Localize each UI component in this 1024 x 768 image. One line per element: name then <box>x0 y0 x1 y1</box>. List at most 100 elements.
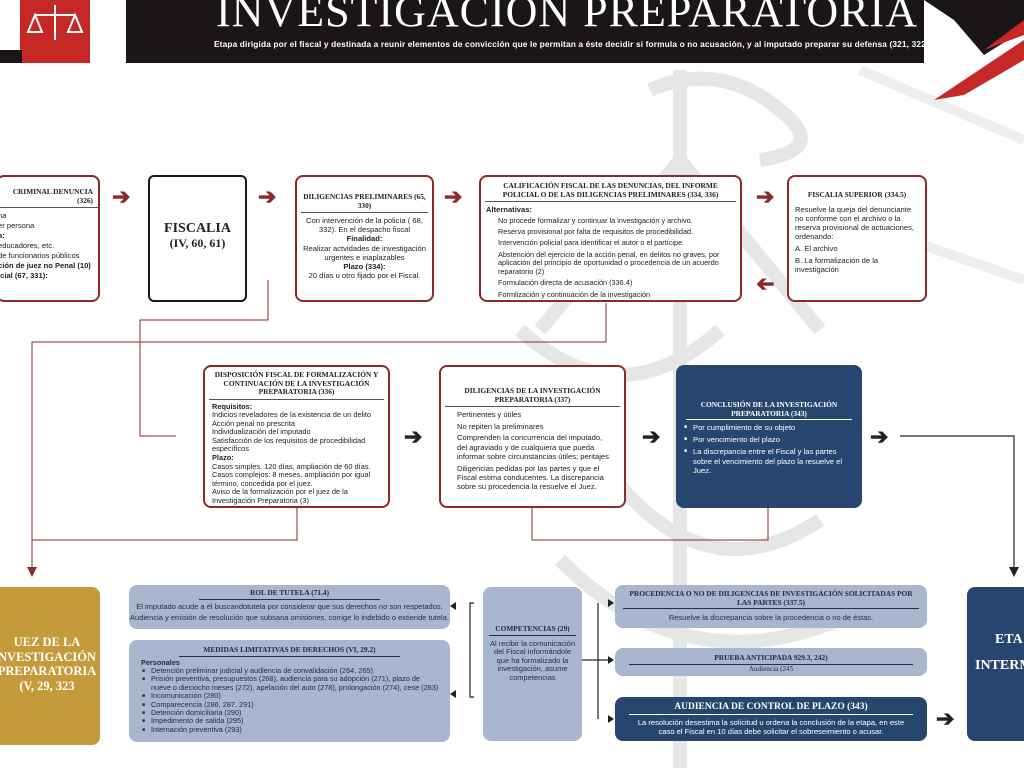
arrow-right-icon: ➔ <box>112 184 131 209</box>
requisito-item: Indicios reveladores de la existencia de… <box>212 410 371 420</box>
medida-item: Prisión preventiva, presupuestos (268), … <box>142 675 440 692</box>
arrow-right-icon: ➔ <box>936 706 955 731</box>
diligencias-title: DILIGENCIAS DE LA INVESTIGACIÓN PREPARAT… <box>445 386 620 407</box>
audiencia-text: La resolución desestima la solicitud u o… <box>637 718 905 736</box>
juez-line: NVESTIGACIÓN <box>0 649 96 664</box>
conclusion-item: Por cumplimiento de su objeto <box>684 423 854 432</box>
fiscalia-title: FISCALIA <box>164 221 231 236</box>
requisito-item: Individualización del imputado <box>212 427 311 437</box>
fiscalia-box: FISCALIA (IV, 60, 61) <box>148 175 247 302</box>
preliminares-text: Con intervención de la policía ( 68, 332… <box>306 216 423 235</box>
prueba-box: PRUEBA ANTICIPADA 929.3, 242) Audiencia … <box>615 648 927 676</box>
medidas-title: MEDIDAS LIMITATIVAS DE DERECHOS (VI, 29.… <box>179 645 400 657</box>
tutela-text-1: El imputado acude a él buscandotutela po… <box>136 601 443 611</box>
denuncia-line: icial (67, 331): <box>0 271 48 281</box>
calificacion-box: CALIFICACIÓN FISCAL DE LAS DENUNCIAS, DE… <box>479 175 742 302</box>
audiencia-title: AUDIENCIA DE CONTROL DE PLAZO (343) <box>629 702 913 715</box>
arrow-right-icon: ➔ <box>642 424 661 449</box>
fiscalia-superior-box: FISCALIA SUPERIOR (334.5) Resuelve la qu… <box>787 175 927 302</box>
conclusion-box: CONCLUSIÓN DE LA INVESTIGACIÓN PREPARATO… <box>676 365 862 508</box>
calificacion-title: CALIFICACIÓN FISCAL DE LAS DENUNCIAS, DE… <box>485 181 736 202</box>
tutela-box: ROL DE TUTELA (71.4) El imputado acude a… <box>129 585 450 629</box>
fiscalia-ref: (IV, 60, 61) <box>169 236 226 250</box>
diligencia-item: Pertinentes y útiles <box>457 410 522 419</box>
procedencia-title: PROCEDENCIA O NO DE DILIGENCIAS DE INVES… <box>623 589 919 609</box>
arrow-right-icon: ➔ <box>444 184 463 209</box>
medida-item: Comparecencia (286, 287, 291) <box>142 700 440 710</box>
juez-box: UEZ DE LA NVESTIGACIÓN PREPARATORIA (V, … <box>0 587 100 745</box>
denuncia-line: ción de juez no Penal (10) <box>0 261 91 271</box>
disposicion-box: DISPOSICIÓN FISCAL DE FORMALIZACIÓN Y CO… <box>203 365 390 508</box>
plazo-label: Plazo (334): <box>343 262 386 272</box>
diligencia-item: Comprenden la concurrencia del imputado,… <box>457 433 609 461</box>
diligencias-investigacion-box: DILIGENCIAS DE LA INVESTIGACIÓN PREPARAT… <box>439 365 626 508</box>
diligencia-item: No repiten la preliminares <box>457 421 544 431</box>
etapa-line: ETA <box>995 632 1023 647</box>
denuncia-line: a: <box>0 231 5 241</box>
alternativa-item: Formulación directa de acusación (336.4) <box>498 278 633 288</box>
alternativa-item: No procede formalizar y continuar la inv… <box>498 215 693 225</box>
denuncia-title: CRIMINAL DENUNCIA (326) <box>0 177 98 209</box>
arrow-right-icon: ➔ <box>756 184 775 209</box>
medidas-box: MEDIDAS LIMITATIVAS DE DERECHOS (VI, 29.… <box>129 640 450 742</box>
conclusion-item: La discrepancia entre el Fiscal y las pa… <box>684 447 854 475</box>
medida-item: Detención preliminar judicial y audienci… <box>142 666 440 676</box>
alternativas-label: Alternativas: <box>486 205 533 214</box>
procedencia-box: PROCEDENCIA O NO DE DILIGENCIAS DE INVES… <box>615 585 927 628</box>
personales-label: Personales <box>141 657 180 667</box>
medida-item: Internación preventiva (293) <box>142 725 440 735</box>
requisito-item: Acción penal no prescrita <box>212 418 295 428</box>
plazo-item: Casos complejos: 8 meses, ampliación por… <box>212 470 371 488</box>
finalidad-text: Realizar actvidades de investigación urg… <box>303 243 426 262</box>
finalidad-label: Finalidad: <box>346 234 383 244</box>
conclusion-title: CONCLUSIÓN DE LA INVESTIGACIÓN PREPARATO… <box>686 400 852 420</box>
diligencias-preliminares-box: DILIGENCIAS PRELIMINARES (65, 330) Con i… <box>295 175 434 302</box>
header-banner: INVESTIGACIÓN PREPARATORIA Etapa dirigid… <box>126 0 929 63</box>
page-title: INVESTIGACIÓN PREPARATORIA <box>216 0 918 36</box>
arrow-left-icon: ➔ <box>756 271 775 296</box>
diligencia-item: Diligencias pedidas por las partes y que… <box>457 463 604 491</box>
denuncia-box: CRIMINAL DENUNCIA (326) na er persona a:… <box>0 175 100 302</box>
arrow-right-icon: ➔ <box>870 424 889 449</box>
superior-option-b: B. La formalización de la investigación <box>795 255 879 274</box>
denuncia-line: de funcionarios públicos <box>0 251 80 261</box>
alternativa-item: Reserva provisional por falta de requisi… <box>498 227 694 236</box>
flag-decoration <box>924 0 1024 100</box>
alternativa-item: Formlización y continuación de la invest… <box>498 289 651 299</box>
plazo-item: Aviso de la formalización por el juez de… <box>212 487 348 506</box>
juez-line: PREPARATORIA <box>0 664 97 678</box>
preliminares-title: DILIGENCIAS PRELIMINARES (65, 330) <box>301 192 428 213</box>
medida-item: Impedimento de salida (295) <box>142 716 440 726</box>
medida-item: Detención domiciliaria (290) <box>142 708 440 718</box>
etapa-line: INTERM <box>975 658 1024 673</box>
page-subtitle: Etapa dirigida por el fiscal y destinada… <box>214 39 929 49</box>
denuncia-line: educadores, etc. <box>0 241 55 251</box>
juez-line: (V, 29, 323 <box>19 678 75 693</box>
denuncia-line: na <box>0 211 7 221</box>
requisitos-label: Requisitos: <box>212 401 253 411</box>
audiencia-box: AUDIENCIA DE CONTROL DE PLAZO (343) La r… <box>615 697 927 741</box>
alternativa-item: Abstención del ejercicio de la acción pe… <box>498 249 720 277</box>
plazo-item: Casos simples. 120 días, ampliación de 6… <box>212 461 371 471</box>
competencias-text: Al recibir la comunicación del Fiscal in… <box>489 638 576 682</box>
competencias-title: COMPETENCIAS (29) <box>489 624 576 636</box>
superior-text: Resuelve la queja del denunciante no con… <box>795 204 915 242</box>
juez-line: UEZ DE LA <box>13 635 81 649</box>
etapa-intermedia-box: ETA INTERM <box>967 587 1024 741</box>
disposicion-title: DISPOSICIÓN FISCAL DE FORMALIZACIÓN Y CO… <box>209 370 384 400</box>
conclusion-item: Por vencimiento del plazo <box>684 435 854 444</box>
prueba-text: Audiencia (245 <box>748 664 794 673</box>
arrow-right-icon: ➔ <box>258 184 277 209</box>
plazo-text: 20 días u otro fijado por el Fiscal. <box>308 271 421 281</box>
superior-title: FISCALIA SUPERIOR (334.5) <box>807 190 907 199</box>
tutela-text-2: Audiencia y emisión de resolución que su… <box>130 612 449 622</box>
superior-option-a: A. El archivo <box>795 243 838 253</box>
alternativa-item: Intervención policial para identificar e… <box>498 238 685 248</box>
prueba-title: PRUEBA ANTICIPADA 929.3, 242) <box>629 653 913 665</box>
denuncia-line: er persona <box>0 221 35 231</box>
procedencia-text: Resuelve la discrepancia sobre la proced… <box>668 613 874 622</box>
logo <box>0 0 126 63</box>
medida-item: Incomunicación (280) <box>142 691 440 701</box>
requisito-item: Satisfacción de los requisitos de proced… <box>212 435 366 454</box>
